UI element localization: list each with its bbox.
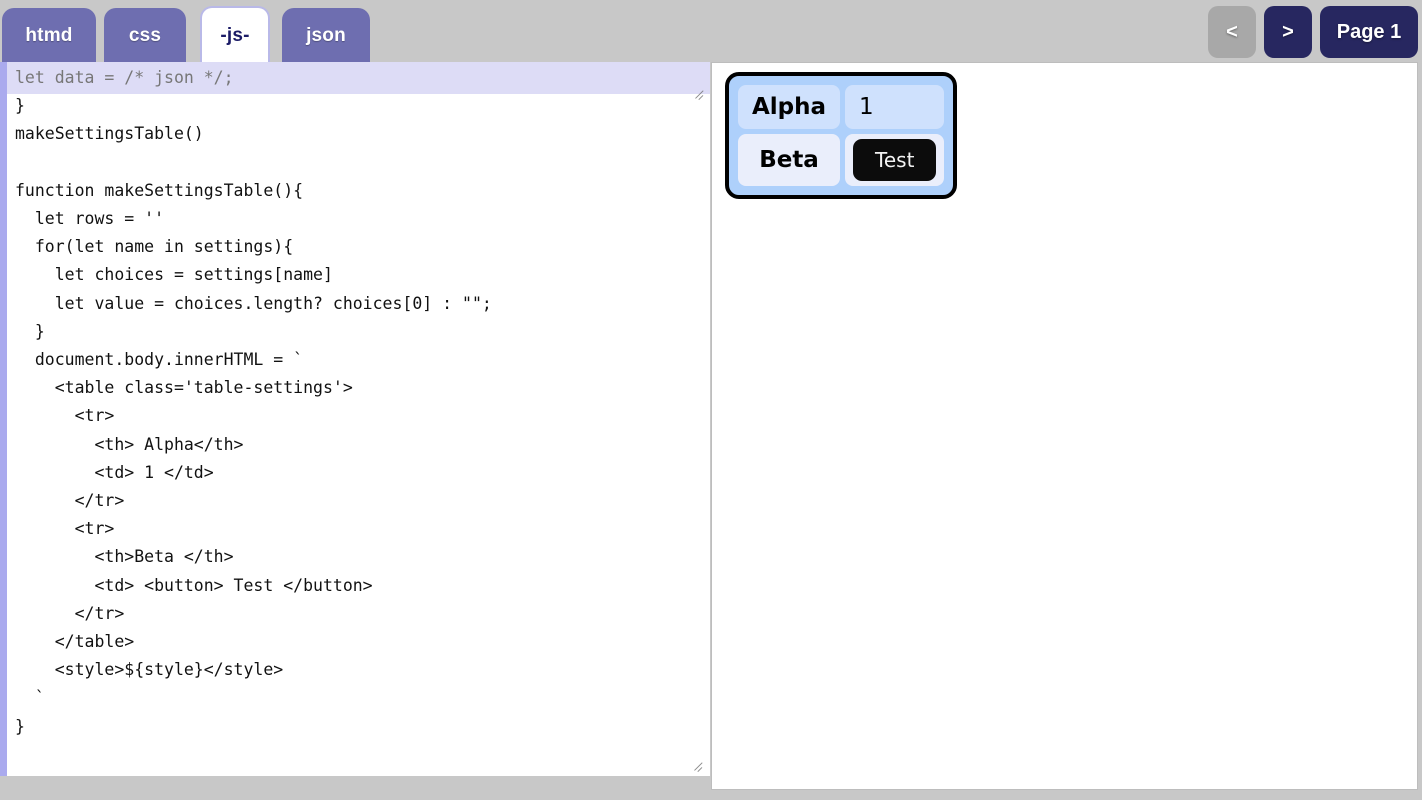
page-indicator-label: Page 1 bbox=[1336, 20, 1402, 43]
tab-js-label: -js- bbox=[220, 25, 250, 46]
resize-grip-icon[interactable] bbox=[693, 86, 707, 100]
tab-htmd[interactable]: htmd bbox=[2, 8, 96, 64]
settings-row-value: 1 bbox=[845, 85, 945, 129]
code-header-line: let data = /* json */; bbox=[7, 62, 710, 94]
table-row: Alpha 1 bbox=[738, 85, 945, 129]
code-textarea[interactable]: 'beta' : words('a b c d e') } makeSettin… bbox=[15, 68, 492, 736]
table-row: Beta Test bbox=[738, 134, 945, 186]
test-button[interactable]: Test bbox=[853, 139, 937, 181]
tab-htmd-label: htmd bbox=[25, 25, 73, 46]
settings-table: Alpha 1 Beta Test bbox=[725, 72, 958, 199]
tab-css-label: css bbox=[128, 25, 162, 46]
tab-css[interactable]: css bbox=[104, 8, 186, 64]
code-editor-panel: 'beta' : words('a b c d e') } makeSettin… bbox=[0, 62, 710, 776]
next-page-label: > bbox=[1282, 20, 1294, 43]
tab-json[interactable]: json bbox=[282, 8, 370, 64]
next-page-button[interactable]: > bbox=[1264, 6, 1312, 58]
page-indicator-button[interactable]: Page 1 bbox=[1320, 6, 1418, 58]
tab-js[interactable]: -js- bbox=[200, 6, 270, 64]
preview-pane: Alpha 1 Beta Test bbox=[711, 62, 1418, 790]
settings-row-header: Beta bbox=[738, 134, 841, 186]
tab-bar: htmd css -js- json < > Page 1 bbox=[0, 0, 1422, 64]
tab-json-label: json bbox=[306, 25, 346, 46]
resize-grip-icon[interactable] bbox=[692, 758, 706, 772]
settings-row-value: Test bbox=[845, 134, 945, 186]
settings-row-header: Alpha bbox=[738, 85, 841, 129]
prev-page-label: < bbox=[1226, 20, 1238, 43]
prev-page-button[interactable]: < bbox=[1208, 6, 1256, 58]
